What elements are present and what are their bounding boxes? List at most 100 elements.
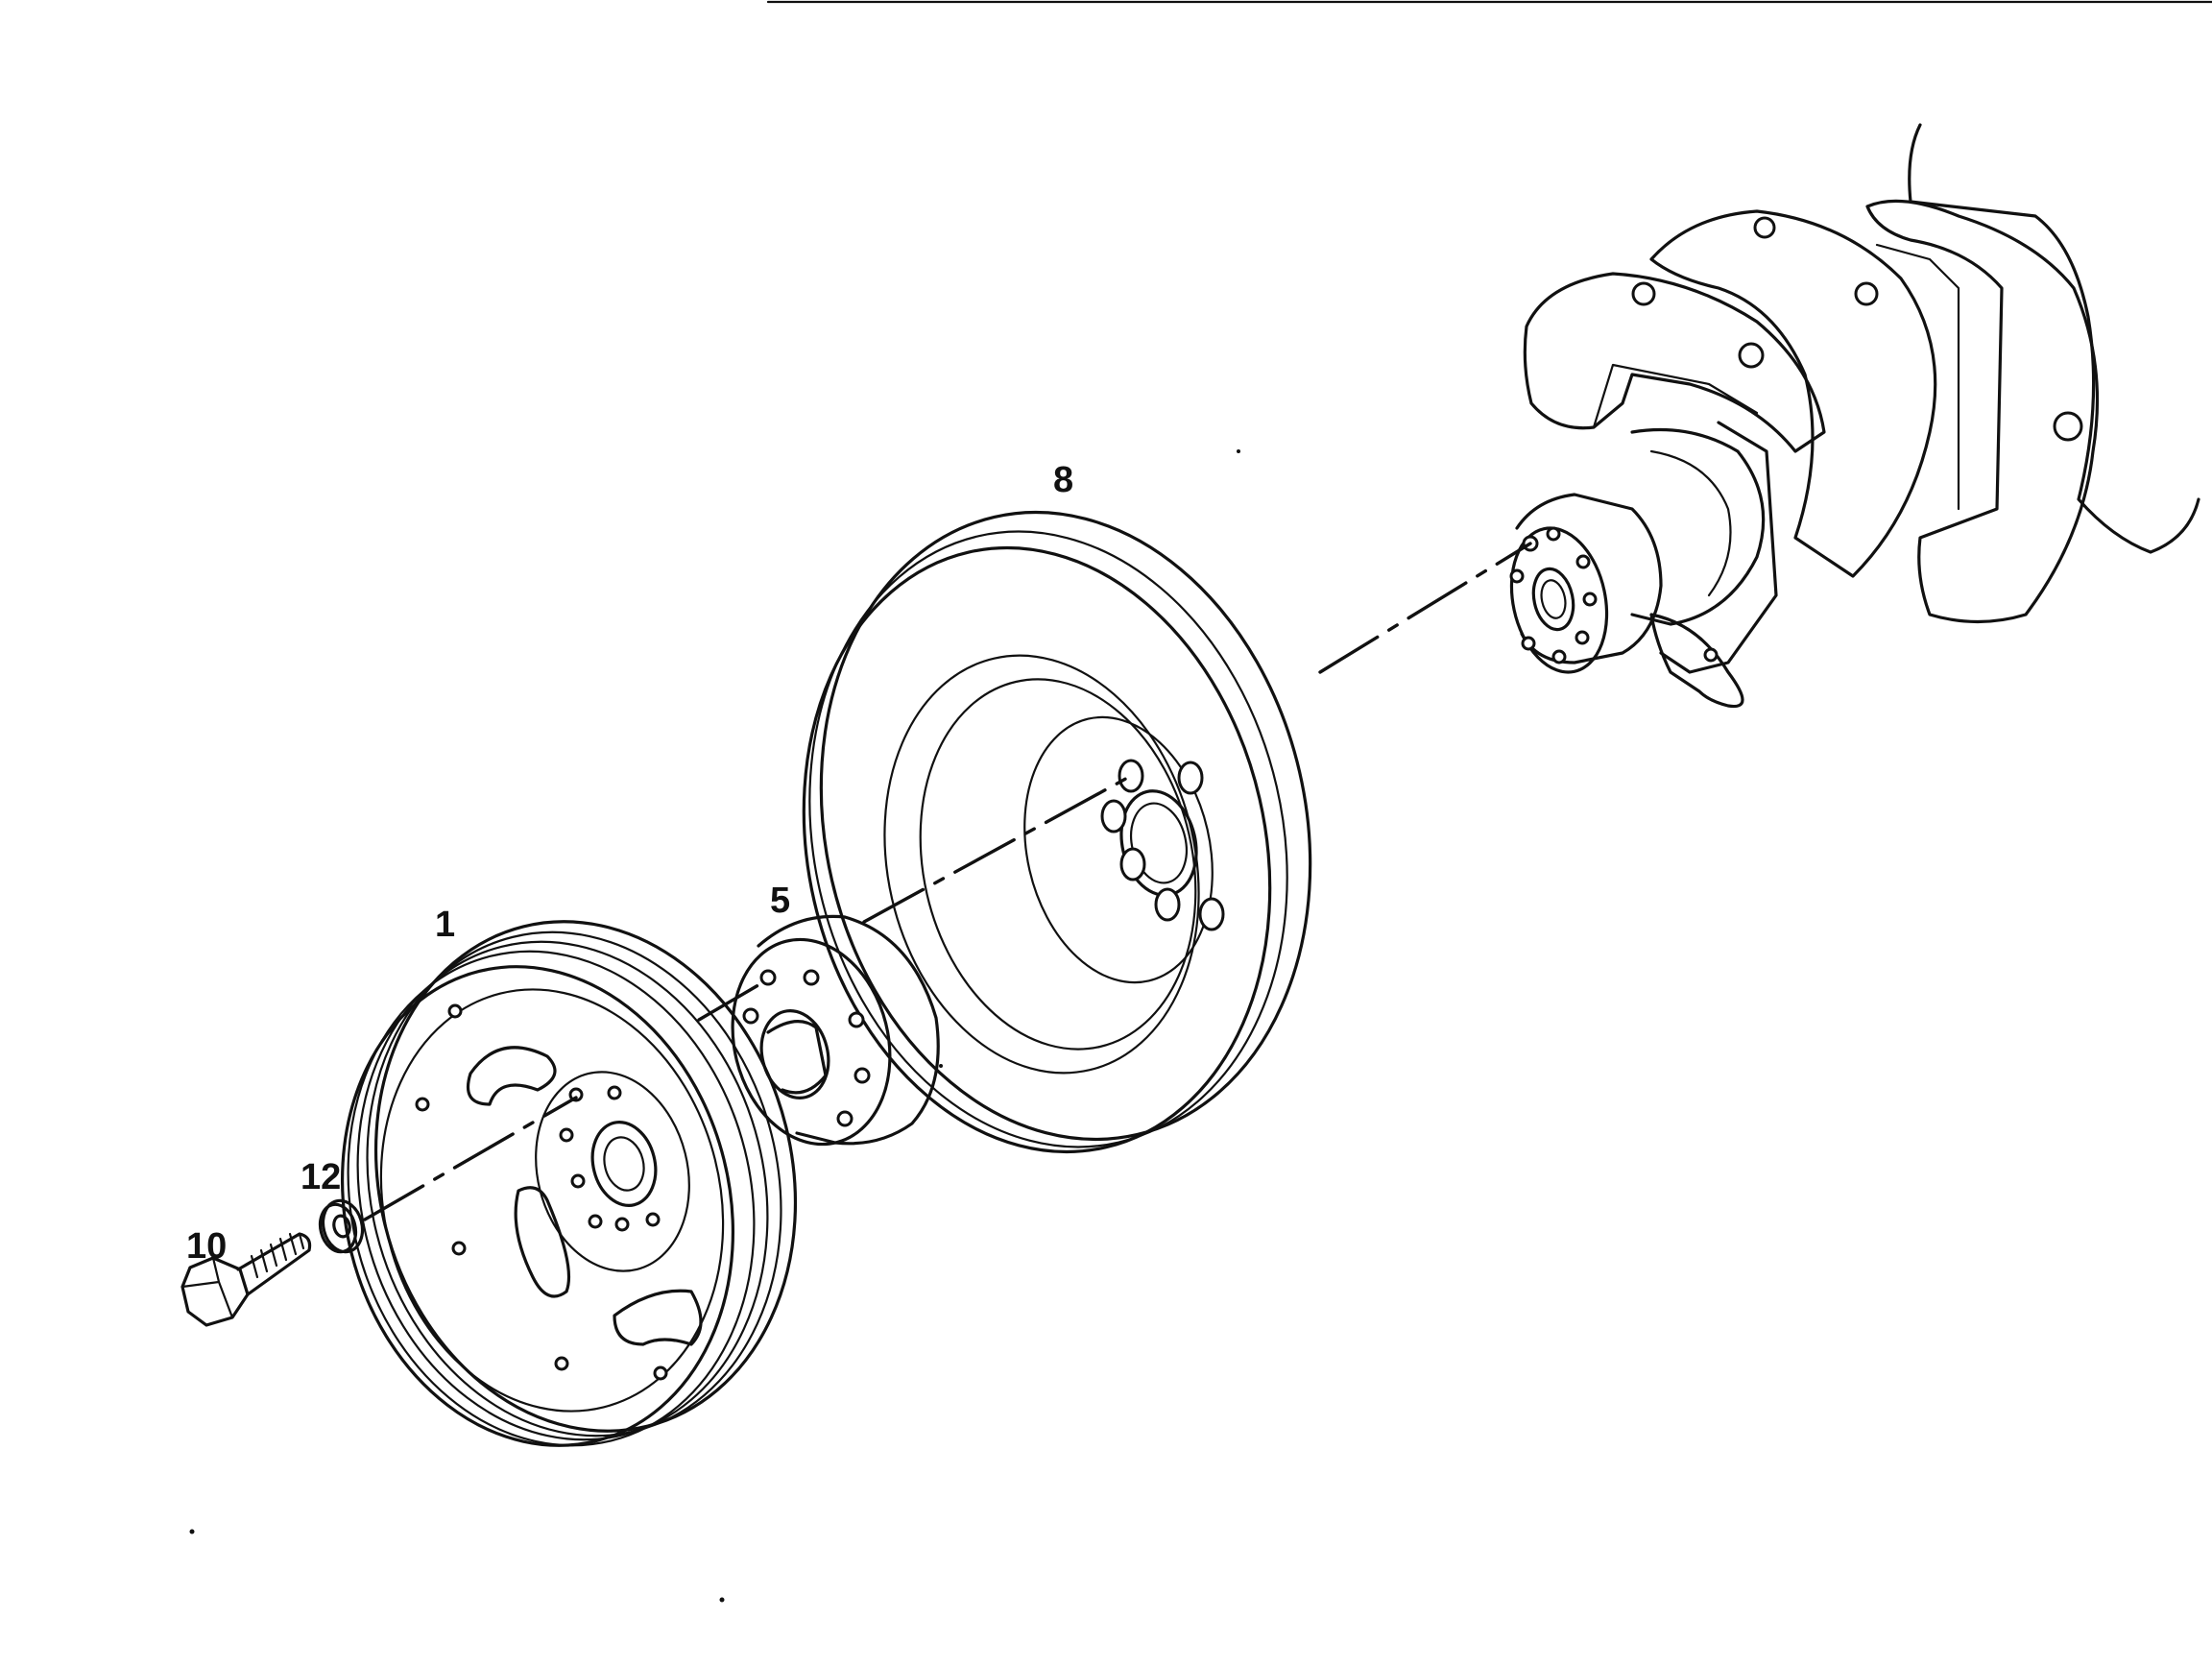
thread-line [250,1254,259,1279]
thread-line [278,1237,288,1262]
crankshaft-oil-hole-2 [1854,281,1879,306]
stray-dot [1237,449,1240,453]
damper-hole [1118,759,1144,793]
crankshaft-oil-hole-3 [2053,411,2083,442]
hub-spacer-holes [742,969,871,1127]
axis-spacer-to-damper [862,774,1133,924]
pulley-groove-1 [347,950,756,1447]
crankshaft-middle-web [1649,209,1937,578]
pulley-hole [570,1173,586,1189]
pulley-hole [559,1127,574,1143]
bolt-head-facet [180,1256,234,1319]
bolt-thread [250,1232,305,1279]
damper-front-rim [802,545,1272,1154]
washer-edge [318,1202,358,1254]
crankshaft-bolt-holes [1509,526,1598,664]
pulley-hole [614,1217,630,1232]
callout-5: 5 [770,881,790,921]
damper-hole [1154,887,1181,922]
thread-line [259,1248,269,1273]
crankshaft-snout-bore [1531,567,1575,632]
pulley-slot-3 [613,1289,703,1346]
snout-hole [1575,630,1590,645]
damper-inner-ring [919,678,1197,1051]
pulley-hole [588,1214,603,1229]
crankshaft-nose-flange [1649,613,1744,709]
damper-rim-groove [808,530,1288,1148]
damper-hub-ring [1023,715,1214,984]
hub-spacer [731,914,940,1147]
crankshaft-front-counterweight-face [1592,363,1759,429]
axis-damper-to-crankshaft [1318,542,1532,674]
pulley-slot-1 [466,1046,557,1106]
crankshaft-rear-edge [1875,243,1960,511]
spacer-hole [742,1007,759,1025]
thread-line [298,1232,305,1250]
crankshaft-snout-bore-inner [1540,579,1567,619]
snout-hole [1575,554,1591,569]
pulley-hub-ring [535,1071,690,1272]
thread-line [269,1243,278,1268]
crankshaft-oil-hole-4 [1631,281,1656,306]
snout-hole [1546,526,1561,542]
snout-hole [1521,636,1536,651]
stray-dot [189,1529,195,1534]
pulley-slot-2 [514,1186,571,1298]
snout-hole [1582,592,1598,607]
damper-inner-ring-outer [883,654,1200,1075]
damper-hole [1198,897,1225,931]
rim-hole [451,1241,467,1256]
belt-pulley [340,920,798,1447]
pulley-face-ring [379,988,725,1413]
crankshaft-main-journal [1630,427,1766,626]
pulley-rear-rim [373,920,798,1433]
pulley-front-rim [340,965,735,1447]
callout-8: 8 [1053,460,1073,500]
pulley-groove-2 [356,940,769,1441]
damper-center-bore [1119,789,1198,897]
snout-hole [1551,649,1567,664]
axis-washer-to-pulley [363,1096,578,1221]
spacer-hole [836,1110,854,1127]
stray-dot [939,1064,943,1068]
spacer-hole [803,969,820,986]
pulley-center-bore [590,1121,658,1207]
crankshaft-flange-hole [1703,647,1719,663]
pulley-hole [645,1212,661,1227]
pulley-center-bore-inner [603,1136,645,1192]
crankshaft-journal-fillet [1649,449,1732,597]
callout-1: 1 [435,905,455,945]
axis-pulley-to-spacer [697,978,770,1022]
rim-hole [554,1356,569,1371]
snout-hole [1509,568,1525,584]
assembly-axis [363,542,1532,1221]
pulley-hole [607,1085,622,1100]
hub-spacer-boss-side [766,1020,828,1095]
spacer-hole [848,1011,865,1028]
crankshaft-snout-face [1509,526,1609,674]
crankshaft-oil-hole-5 [1738,342,1765,369]
hub-spacer-boss [759,1009,830,1099]
stray-dot [719,1597,725,1603]
crankshaft-oil-hole-1 [1753,216,1776,239]
crankshaft-rear-web [1908,123,2200,554]
rim-hole [447,1003,463,1019]
crankshaft [1509,123,2200,709]
damper-bolt-holes [1100,759,1225,931]
callout-10: 10 [186,1226,227,1267]
rim-hole [653,1365,668,1381]
thread-line [288,1232,298,1256]
damper-hole [1100,799,1127,834]
hub-spacer-face [731,937,892,1147]
washer-outer [321,1198,365,1254]
crankshaft-front-counterweight [1523,272,1826,453]
bolt [180,1232,312,1327]
pulley-bolt-holes [559,1085,661,1232]
damper-rear-rim [819,510,1312,1142]
rim-hole [415,1097,430,1112]
crankshaft-rear-counterweight [1865,199,2100,624]
crankshaft-pin-arm [1659,421,1778,674]
bolt-shank [236,1232,312,1296]
hub-spacer-body [757,914,940,1146]
